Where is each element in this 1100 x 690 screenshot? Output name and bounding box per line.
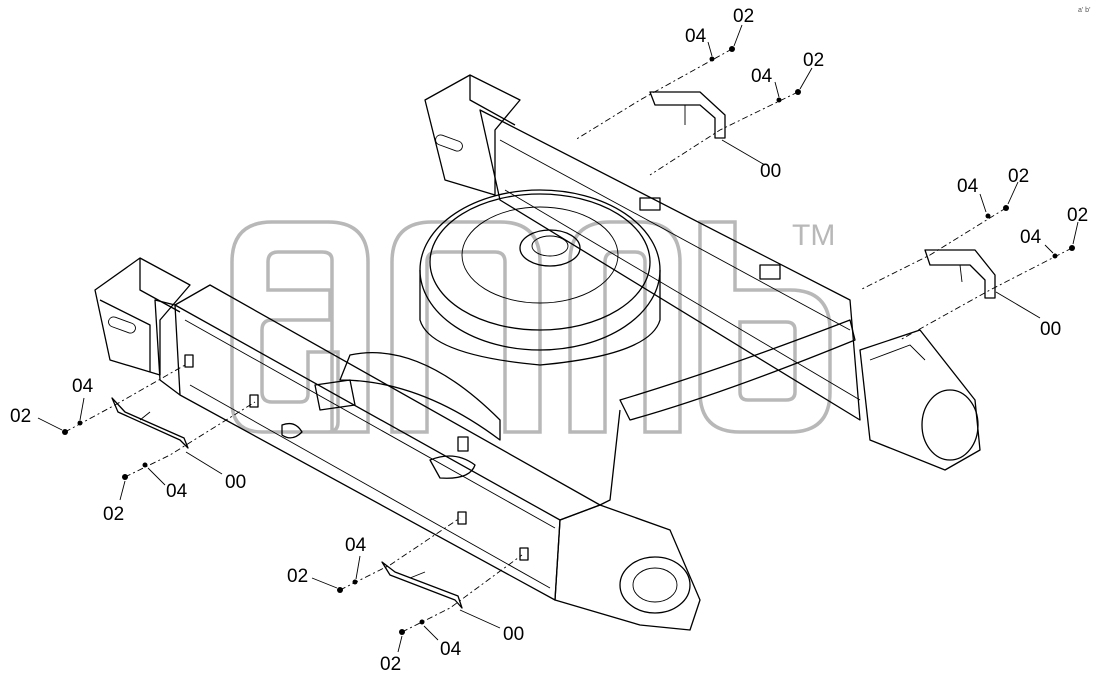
callout-label: 02: [103, 504, 124, 525]
corner-mark: a' b': [1078, 7, 1090, 14]
callout-label: 04: [685, 26, 707, 47]
callout-label: 04: [957, 176, 979, 197]
callout-label: 04: [166, 481, 188, 502]
guard-plate-front: [381, 561, 463, 609]
watermark-logo: TM: [230, 219, 835, 434]
callout-label: 02: [1008, 166, 1029, 187]
callout-label: 02: [1067, 205, 1088, 226]
callout-label: 00: [760, 161, 781, 182]
assembly-lines: [64, 48, 1073, 633]
callout-label: 02: [733, 6, 754, 27]
guard-plate-left: [111, 397, 189, 449]
leader-lines: [37, 24, 1079, 653]
callout-label: 04: [440, 639, 462, 660]
watermark-tm: TM: [792, 219, 835, 252]
guard-plate-rear: [649, 91, 726, 139]
callout-label: 00: [1040, 319, 1061, 340]
callout-label: 04: [751, 66, 773, 87]
guard-plate-right: [924, 249, 996, 299]
callout-label: 02: [287, 566, 308, 587]
callout-labels: 04 02 04 02 00 04 02 04 02 00 04 02 00 0…: [10, 6, 1088, 675]
guard-plates: [111, 91, 996, 609]
callout-label: 04: [72, 376, 94, 397]
callout-label: 02: [380, 654, 401, 675]
callout-label: 02: [803, 50, 824, 71]
callout-label: 02: [10, 406, 31, 427]
callout-label: 04: [1020, 227, 1042, 248]
callout-label: 00: [503, 624, 524, 645]
fasteners: [62, 46, 1075, 635]
undercarriage-frame: [94, 74, 981, 631]
callout-label: 04: [345, 535, 367, 556]
callout-label: 00: [225, 472, 246, 493]
